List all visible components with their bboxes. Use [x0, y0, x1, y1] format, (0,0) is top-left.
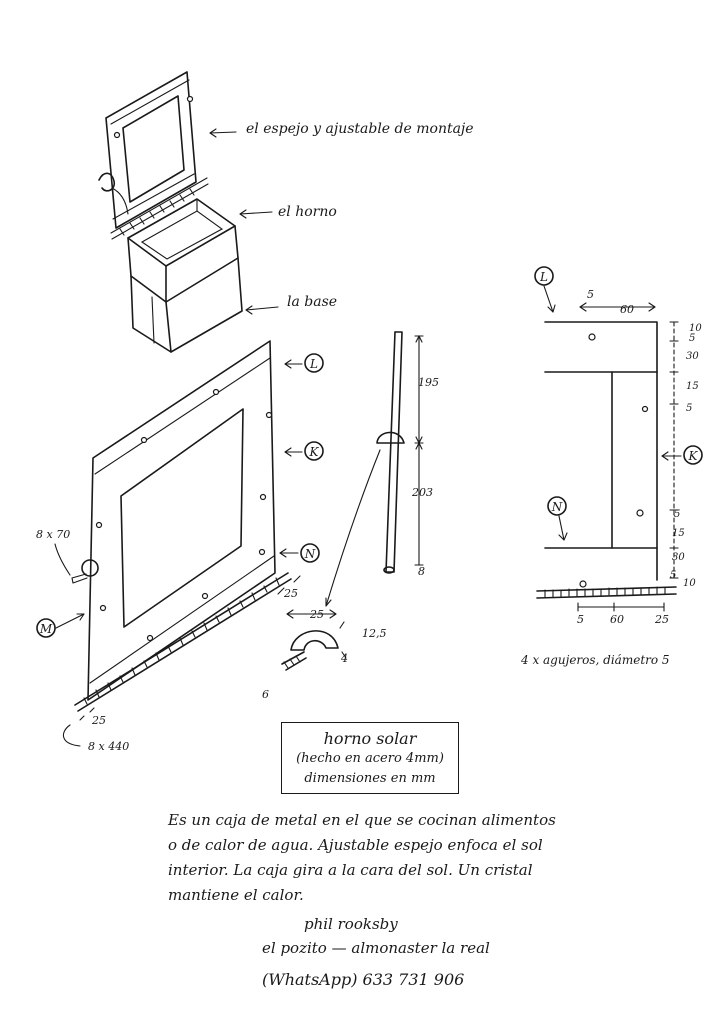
description-line-2: o de calor de agua. Ajustable espejo enf… — [168, 836, 543, 854]
rod-top-dim: 25 — [283, 587, 298, 600]
signature: phil rooksby el pozito — almonaster la r… — [262, 912, 522, 992]
vertical-bar — [325, 331, 424, 607]
oven-label: el horno — [278, 204, 337, 220]
detail-bottom-left: 5 — [577, 613, 584, 626]
marker-n: N — [304, 547, 316, 561]
description-line-3: interior. La caja gira a la cara del sol… — [168, 861, 533, 879]
title-box: horno solar (hecho en acero 4mm) dimensi… — [281, 722, 459, 794]
title-material: (hecho en acero 4mm) — [296, 751, 444, 766]
bar-foot-dim: 8 — [418, 565, 425, 578]
detail-top-width: 60 — [620, 303, 634, 316]
top-label-arrows — [209, 128, 279, 315]
title-main: horno solar — [323, 729, 417, 748]
side-bolt-dim: 8 x 70 — [36, 528, 70, 541]
rod-end-dim: 25 — [91, 714, 106, 727]
description-line-4: mantiene el calor. — [168, 886, 304, 904]
detail-top-gap: 5 — [587, 288, 594, 301]
side-detail — [534, 266, 703, 612]
marker-m: M — [39, 622, 53, 636]
right-dim-1: 10 — [689, 323, 702, 334]
detail-bottom-right: 25 — [654, 613, 669, 626]
rod-length-dim: 8 x 440 — [88, 740, 129, 753]
marker-k: K — [309, 445, 320, 459]
side-bolt-arrow — [54, 543, 71, 576]
bar-upper-dim: 195 — [418, 376, 439, 389]
bracket-height-dim: 12,5 — [362, 627, 387, 640]
right-dim-3: 30 — [686, 351, 699, 362]
right-dim-9: 5 — [670, 570, 676, 581]
right-dim-4: 15 — [686, 381, 699, 392]
bracket-thickness-dim: 4 — [340, 652, 348, 665]
oven-sketch — [98, 71, 243, 353]
right-dim-2: 5 — [689, 333, 695, 344]
right-dim-10: 10 — [683, 578, 696, 589]
description-line-1: Es un caja de metal en el que se cocinan… — [168, 811, 556, 829]
signature-place: el pozito — almonaster la real — [262, 939, 490, 957]
detail-marker-l: L — [539, 270, 548, 284]
bracket-detail — [281, 609, 347, 671]
mirror-frame-plate — [71, 340, 276, 701]
detail-marker-k: K — [688, 449, 699, 463]
right-dim-6: 5 — [674, 509, 680, 520]
bracket-bolt-dim: 6 — [262, 688, 269, 701]
frame-markers — [36, 353, 324, 638]
detail-marker-n: N — [551, 500, 563, 514]
bracket-width-dim: 25 — [309, 608, 324, 621]
bar-lower-dim: 203 — [411, 486, 433, 499]
description: Es un caja de metal en el que se cocinan… — [168, 808, 568, 908]
right-dim-5: 5 — [686, 403, 692, 414]
base-label: la base — [287, 294, 337, 310]
right-dim-7: 15 — [672, 528, 685, 539]
detail-bottom-mid: 60 — [610, 613, 624, 626]
marker-l: L — [309, 357, 318, 371]
mirror-label: el espejo y ajustable de montaje — [246, 121, 474, 137]
threaded-rod — [74, 572, 292, 712]
signature-phone: (WhatsApp) 633 731 906 — [262, 970, 465, 989]
title-units: dimensiones en mm — [304, 771, 436, 786]
detail-right-dims: 10 5 30 15 5 5 15 30 5 10 — [670, 323, 702, 589]
rod-dim-arrow — [62, 724, 81, 747]
signature-name: phil rooksby — [304, 915, 398, 933]
holes-note: 4 x agujeros, diámetro 5 — [520, 653, 670, 667]
right-dim-8: 30 — [672, 552, 685, 563]
